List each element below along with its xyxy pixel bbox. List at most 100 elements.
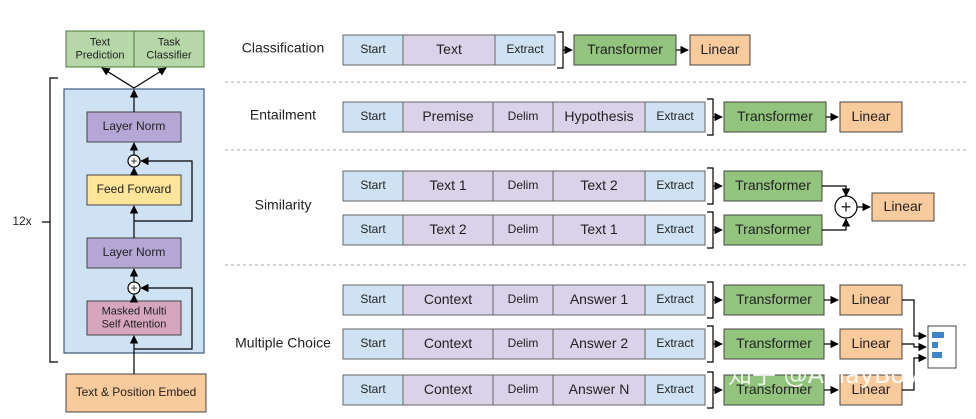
mc-row-2-cell-4-box [644,374,706,406]
similarity-row-1-cell-4-box [644,214,706,246]
classification-linear-label: Linear [701,41,740,57]
mc-row-2-cell-2: Delim [492,374,554,406]
entailment-linear-label: Linear [852,108,891,124]
mc-row-0-cell-0-box [342,284,404,316]
mc-row-2-cell-3: Answer N [552,374,646,406]
layer-norm-bottom-box [86,237,182,269]
similarity-row-1-cell-1: Text 2 [402,214,494,246]
mc-linear-1-label: Linear [852,335,891,351]
entailment-row-cell-3: Hypothesis [552,101,646,133]
mc-row-0-cell-1-box [402,284,494,316]
similarity-row-0-cell-2: Delim [492,170,554,202]
mc-row-2-cell-4: Extract [644,374,706,406]
similarity-merge-2 [822,218,851,231]
entailment-row-cell-0-box [342,101,404,133]
similarity-row-1-cell-0-label: Start [360,222,386,236]
watermark-text: 知乎 @APlayBoy [728,361,919,389]
mc-row-1-cell-1-label: Context [424,335,472,351]
similarity-row-0-cell-3-box [552,170,646,202]
mc-row-0-cell-4-label: Extract [656,292,694,306]
similarity-bracket-0 [707,167,714,205]
layer-norm-bottom-label: Layer Norm [103,245,166,259]
residual-add-bottom-label: + [130,281,137,295]
multiple-choice-label: Multiple Choice [235,335,331,351]
similarity-row-1-cell-4: Extract [644,214,706,246]
classification-row-cell-0: Start [342,34,404,66]
residual-add-top: + [127,154,141,168]
mc-transformer-0: Transformer [723,284,825,316]
mc-transformer-2-box [723,374,825,406]
mc-linear-0-box [839,284,903,316]
classification-linear-box [689,34,751,66]
similarity-row-1-cell-2-label: Delim [508,222,539,236]
layer-norm-top: Layer Norm [86,111,182,143]
mc-row-2-cell-3-label: Answer N [569,381,630,397]
entailment-row-cell-3-label: Hypothesis [564,108,633,124]
similarity-bracket-1 [707,211,714,249]
entailment-row-cell-1: Premise [402,101,494,133]
classification-label: Classification [242,40,324,56]
entailment-linear: Linear [839,101,903,133]
similarity-row-0-cell-3: Text 2 [552,170,646,202]
mc-row-2-cell-0-box [342,374,404,406]
arrow-to-task-classifier [133,67,167,89]
similarity-transformer-0-label: Transformer [735,177,811,193]
classification-row-cell-0-label: Start [360,42,386,56]
mc-row-1-cell-2-box [492,328,554,360]
entailment-row-cell-2: Delim [492,101,554,133]
mc-row-0-cell-4-box [644,284,706,316]
entailment-transformer: Transformer [723,101,827,133]
mc-row-1-cell-3-label: Answer 2 [570,335,629,351]
entailment-row-cell-2-label: Delim [508,109,539,123]
text-position-embed-box-label: Text & Position Embed [76,385,197,399]
similarity-row-1-cell-1-box [402,214,494,246]
similarity-row-0-cell-2-label: Delim [508,178,539,192]
mc-bracket-2 [707,371,714,409]
classification-row-cell-2-box [494,34,556,66]
similarity-row-0-cell-0-label: Start [360,178,386,192]
entailment-label: Entailment [250,107,316,123]
similarity-linear-box [871,192,935,222]
mc-bracket-0 [707,281,714,319]
similarity-row-0-cell-3-label: Text 2 [580,177,618,193]
similarity-transformer-1-box [723,214,823,246]
mc-row-1-cell-2: Delim [492,328,554,360]
mc-bracket-1 [707,325,714,363]
mc-row-1-cell-1: Context [402,328,494,360]
classification-transformer-box [573,34,677,66]
similarity-row-1-cell-3: Text 1 [552,214,646,246]
mc-row-0-cell-0: Start [342,284,404,316]
entailment-transformer-box [723,101,827,133]
layer-norm-bottom: Layer Norm [86,237,182,269]
entailment-linear-box [839,101,903,133]
feed-forward-box-label: Feed Forward [97,182,172,196]
classification-bracket [557,31,564,69]
mc-row-1-cell-0: Start [342,328,404,360]
residual-add-top-label: + [130,154,137,168]
entailment-row-cell-0-label: Start [360,109,386,123]
mc-row-0-cell-2-label: Delim [508,292,539,306]
classification-row-cell-1: Text [402,34,496,66]
similarity-row-1-cell-0-box [342,214,404,246]
entailment-bracket [707,98,714,136]
entailment-row-cell-2-box [492,101,554,133]
similarity-row-1-cell-4-label: Extract [656,222,694,236]
classification-transformer-label: Transformer [587,41,663,57]
similarity-row-0-cell-4-box [644,170,706,202]
residual-skip-bottom [134,283,193,350]
mc-merge-1 [902,299,927,341]
mc-row-1-cell-4: Extract [644,328,706,360]
mc-row-2-cell-1: Context [402,374,494,406]
entailment-row-cell-4-box [644,101,706,133]
similarity-row-1-cell-0: Start [342,214,404,246]
mc-transformer-1: Transformer [723,328,825,360]
entailment-transformer-label: Transformer [737,108,813,124]
